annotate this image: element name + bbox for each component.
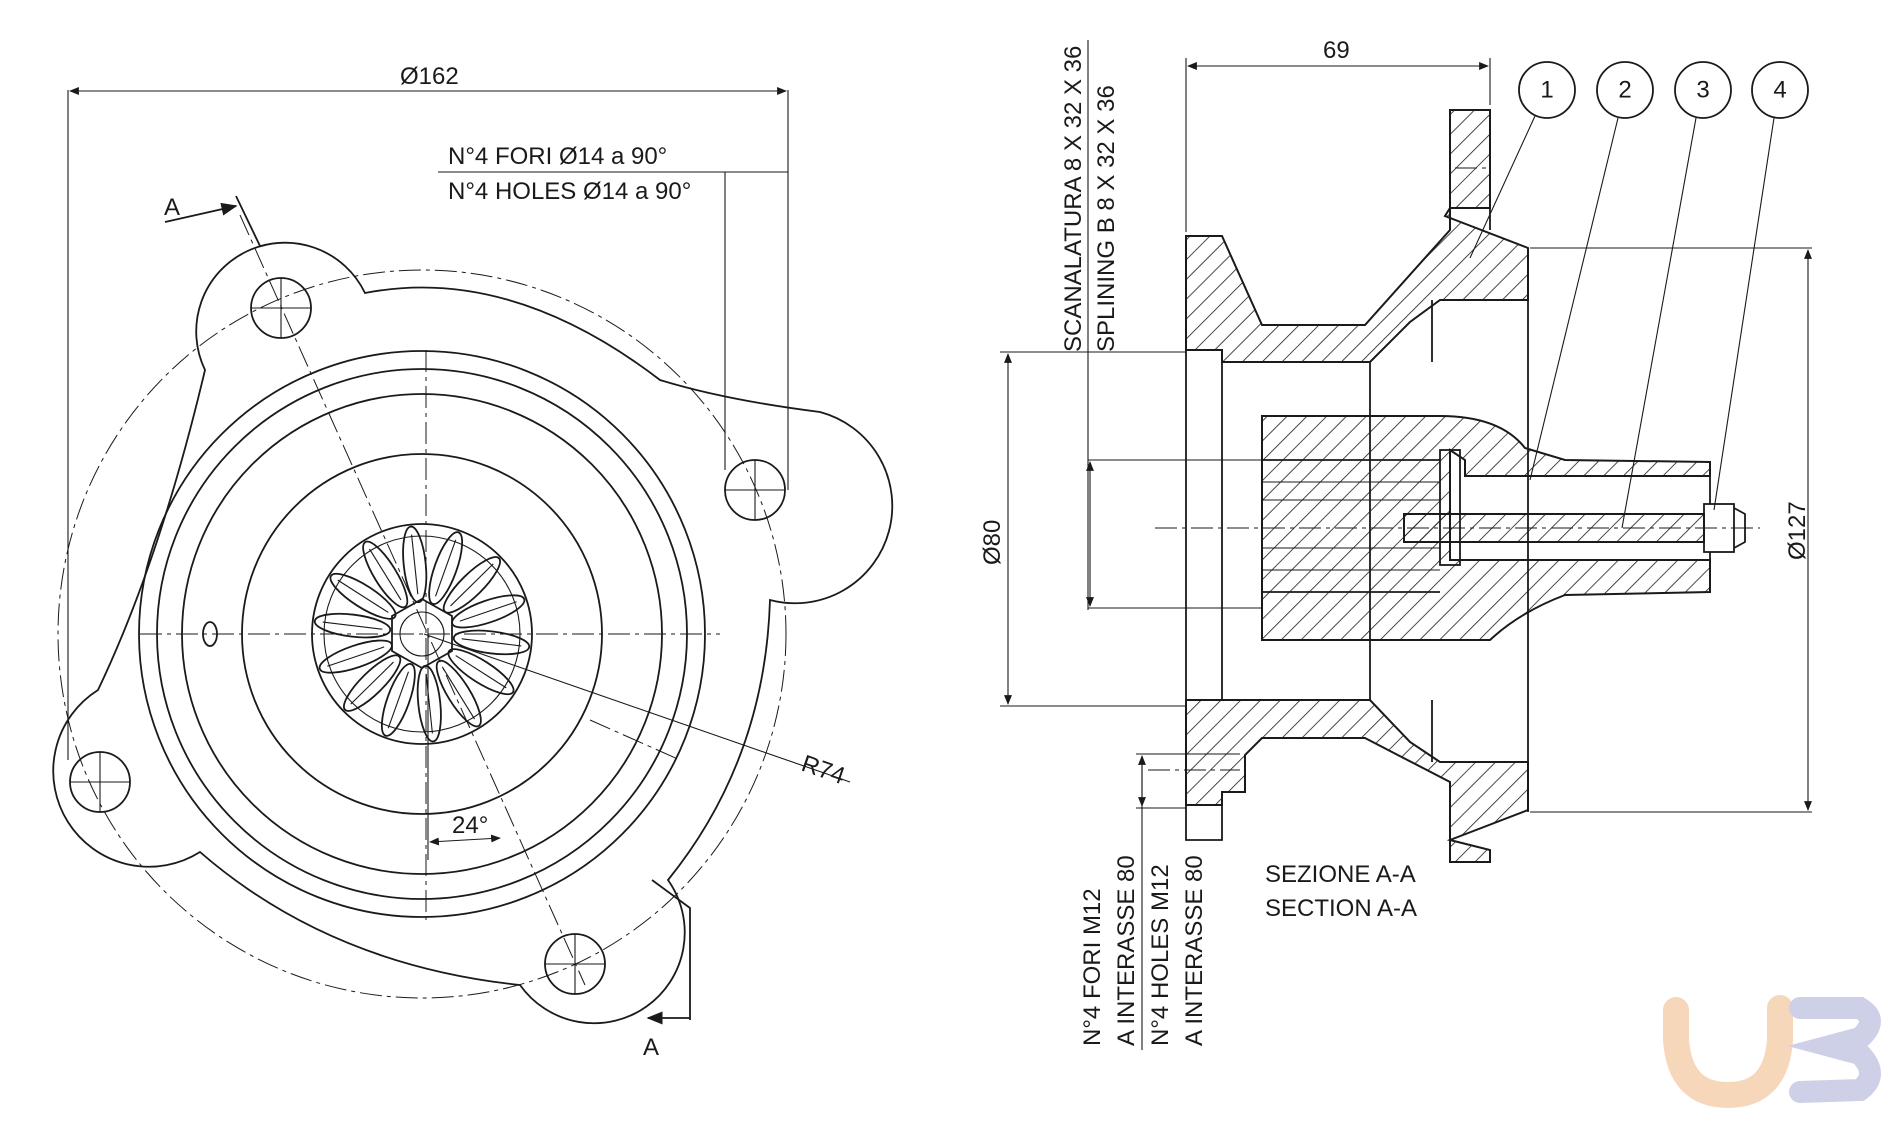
spline-tooth-axis [368,548,402,601]
housing-lower [1185,699,1529,863]
spline-note-en: SPLINING B 8 X 32 X 36 [1093,85,1120,352]
thread-note-it-1: N°4 FORI M12 [1079,888,1106,1046]
spline-tooth-axis [434,539,457,597]
housing-upper [1185,109,1529,363]
svg-text:4: 4 [1773,77,1786,104]
spline-tooth-axis [455,655,507,689]
watermark-logo [1663,995,1881,1109]
dim-radius-74: R74 [798,750,848,790]
callout-2: 2 [1529,61,1654,481]
spline-tooth-axis [461,638,522,647]
spline-note-it: SCANALATURA 8 X 32 X 36 [1060,46,1087,352]
svg-text:3: 3 [1696,77,1709,104]
bolt-circle [57,269,787,999]
spline-tooth-axis [327,646,385,667]
front-view: A A Ø162 N°4 FORI Ø14 a 90° N°4 HOLES Ø1… [52,63,894,1061]
spline-tooth-axis [387,671,410,729]
spline-tooth-axis [459,601,517,622]
spline-tooth-axis [442,667,476,720]
spline-tooth [452,629,531,656]
thread-note-en-2: A INTERASSE 80 [1181,855,1208,1046]
spline-tooth [362,540,409,609]
section-title-it: SEZIONE A-A [1265,861,1416,888]
svg-text:1: 1 [1540,77,1553,104]
spline-tooth-axis [337,579,389,613]
section-mark-bottom: A [643,1034,659,1061]
svg-text:2: 2 [1618,77,1631,104]
spline-tooth-axis [350,661,394,705]
spline-tooth [428,531,464,605]
section-mark-top: A [164,194,180,221]
spline-tooth-axis [322,621,383,630]
section-view: 69 Ø127 Ø80 SCANALATURA 8 X 32 X 36 SPLI… [979,37,1812,1050]
callout-3: 3 [1621,61,1732,529]
spline-tooth [343,654,402,712]
spline-tooth-axis [425,673,433,734]
dim-diameter-127: Ø127 [1784,501,1811,560]
spline-tooth [447,648,515,696]
spline-tooth [380,663,416,737]
dim-diameter-162: Ø162 [400,63,459,90]
dim-width-69: 69 [1323,37,1350,64]
spline-tooth [435,659,482,728]
section-title-en: SECTION A-A [1265,895,1417,922]
spline-tooth [402,525,428,604]
dim-diameter-80: Ø80 [979,520,1006,565]
holes-note-en: N°4 HOLES Ø14 a 90° [448,178,691,205]
bolt-holes [69,277,786,995]
spline-tooth [313,612,392,639]
flange-outline [52,241,894,1025]
hex-center [391,597,453,670]
ring-1 [138,350,706,918]
thread-note-en-1: N°4 HOLES M12 [1147,864,1174,1046]
dim-angle-24: 24° [452,812,488,839]
spline-tooth [329,572,397,620]
thread-note-it-2: A INTERASSE 80 [1113,855,1140,1046]
callout-1: 1 [1469,61,1576,259]
spline-tooth-axis [450,563,494,607]
callout-4: 4 [1713,61,1809,511]
spline-tooth-axis [411,534,419,595]
holes-note-it: N°4 FORI Ø14 a 90° [448,143,667,170]
